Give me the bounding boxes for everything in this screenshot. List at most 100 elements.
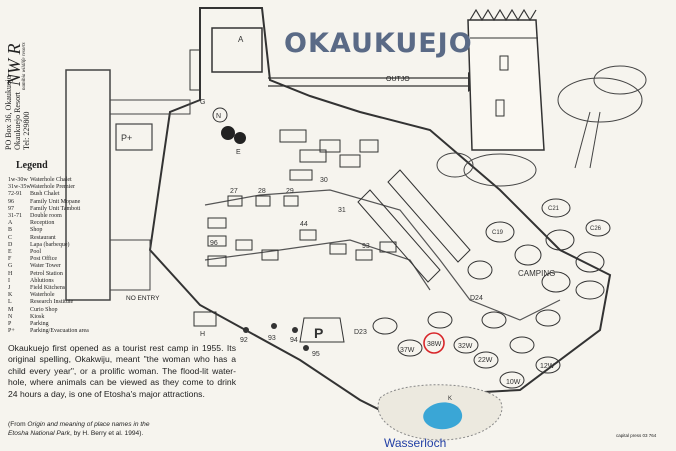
legend-label: Post Office [30,256,58,263]
road-label-outjo: OUTJO [386,76,410,83]
building [189,49,201,91]
building-h [193,311,217,327]
source-prefix: (From [8,421,28,428]
source-title: Origin and meaning of place names in the [27,421,150,428]
source-suffix: , by H. Berry et al. 1994). [69,430,144,437]
legend-code: 96 [8,198,14,205]
map-label-chalet: D24 [470,295,483,302]
legend-label: Field Kitchens [30,285,66,292]
highlighted-chalet-marker[interactable] [423,332,445,354]
map-label-room: 29 [286,188,294,195]
map-label-campsite: C21 [548,206,560,212]
tree-illustration [436,65,647,187]
map-label-room: 30 [320,177,328,184]
legend-code: N [8,313,13,320]
map-label-room: 27 [230,188,238,195]
pool [234,132,246,144]
legend-code: E [8,249,12,256]
legend-code: B [8,227,13,234]
legend-label: Pool [30,249,42,256]
legend-label: Parking/Evacuation area [30,328,89,335]
legend-item: I Ablutions [8,278,89,285]
staff-housing [109,99,191,115]
legend-code: C [8,234,13,241]
map-label-room: 93 [268,335,276,342]
legend-code: D [8,241,13,248]
legend-label: Waterhole [30,292,55,299]
map-label-room: 93 [362,243,370,250]
map-label-g: G [200,99,205,106]
legend-code: 31w-35w [8,184,31,191]
waterhole-premier-strip [357,169,471,283]
map-label-parking-plus: P+ [121,133,132,143]
legend-item: 96 Family Unit Mopane [8,199,89,206]
legend-item: E Pool [8,249,89,256]
map-label-room: 94 [290,337,298,344]
campsite-outlines [467,198,611,300]
building-n [212,107,228,123]
legend-code: 31-71 [8,213,22,220]
map-label-campsite: C19 [492,230,504,236]
legend-label: Family Unit Mopane [30,198,81,205]
parking-area [299,317,345,343]
legend-label: Reception [30,220,55,227]
print-credit: capital press 03 764 [616,433,657,438]
map-label-room: 95 [312,351,320,358]
map-label-e: E [236,149,241,156]
legend-code: 72-91 [8,191,22,198]
map-label-parking: P [314,325,323,341]
map-label-chalet: 37W [400,347,415,354]
map-label-room: 28 [258,188,266,195]
staff-housing [65,69,111,301]
building-a [211,27,263,73]
legend-label: Ablutions [30,277,54,284]
legend-code: K [8,292,13,299]
map-label-camping: CAMPING [518,269,555,278]
pool [221,126,235,140]
map-label-chalet: 10W [506,379,521,386]
map-label-n: N [216,113,221,120]
highlighted-chalet-label: 38W [427,341,442,348]
no-entry-label: NO ENTRY [126,295,160,302]
address-line: Okaukuejo Resort [13,92,22,150]
inner-road [204,239,431,291]
address-line: PO Box 36, Okaukuejo [4,75,13,150]
map-label-chalet: 22W [478,357,493,364]
legend-item: 72-91 Bush Chalet [8,191,89,198]
legend-label: Parking [30,321,49,328]
waterhole-water [423,402,463,430]
legend-code: 1w-30w [8,177,28,183]
map-label-room: 96 [210,240,218,247]
map-title: OKAUKUEJO [284,28,473,59]
legend-label: Restaurant [30,234,56,241]
legend-label: Bush Chalet [30,191,60,198]
legend-code: M [8,306,14,313]
legend-code: L [8,299,12,306]
legend-item: J Field Kitchens [8,285,89,292]
legend-item: 31w-35wWaterhole Premier [8,184,89,191]
legend-label: Family Unit Tamboti [30,205,81,212]
resort-address: PO Box 36, Okaukuejo Okaukuejo Resort Te… [4,75,31,150]
legend-label: Water Tower [30,263,61,270]
legend-heading: Legend [16,160,48,171]
legend-item: P+Parking/Evacuation area [8,328,89,335]
legend-code: 97 [8,205,14,212]
legend-item: K Waterhole [8,292,89,299]
legend-label: Waterhole Chalet [30,177,72,183]
camp-perimeter [148,7,612,412]
legend-code: I [8,277,10,284]
waterhole-label: Wasserloch [384,436,447,450]
legend-code: J [8,285,11,292]
